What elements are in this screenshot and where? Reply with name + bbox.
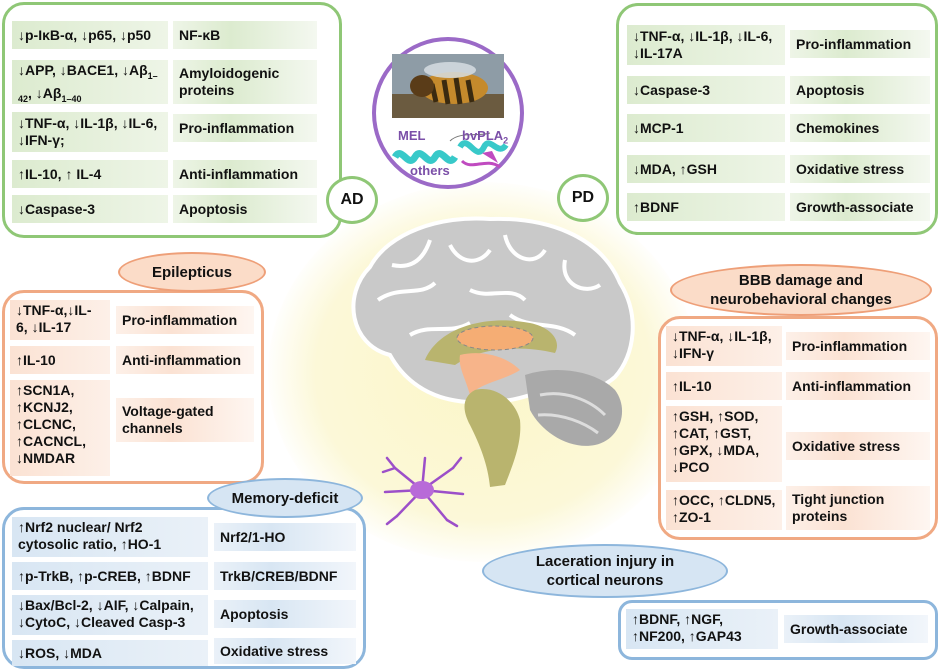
memory-marker-3: ↓ROS, ↓MDA xyxy=(12,640,208,666)
memory-effect-2: Apoptosis xyxy=(214,600,356,628)
pd-effect-4: Growth-associate xyxy=(790,193,930,221)
laceration-effect-0: Growth-associate xyxy=(784,615,928,643)
bbb-marker-2: ↑GSH, ↑SOD, ↑CAT, ↑GST, ↑GPX, ↓MDA, ↓PCO xyxy=(666,406,782,482)
pd-tag: PD xyxy=(557,174,609,222)
ad-marker-4: ↓Caspase-3 xyxy=(12,195,168,223)
pd-effect-3: Oxidative stress xyxy=(790,155,930,183)
pd-effect-0: Pro-inflammation xyxy=(790,30,930,58)
bbb-effect-2: Oxidative stress xyxy=(786,432,930,460)
bbb-title: BBB damage and neurobehavioral changes xyxy=(670,264,932,316)
bbb-marker-3: ↑OCC, ↑CLDN5, ↑ZO-1 xyxy=(666,490,782,530)
ad-marker-0: ↓p-IκB-α, ↓p65, ↓p50 xyxy=(12,21,168,49)
epilepticus-effect-0: Pro-inflammation xyxy=(116,306,254,334)
memory-marker-1: ↑p-TrkB, ↑p-CREB, ↑BDNF xyxy=(12,562,208,590)
honeybee-image xyxy=(392,54,504,118)
pd-marker-0: ↓TNF-α, ↓IL-1β, ↓IL-6, ↓IL-17A xyxy=(627,25,785,65)
ad-effect-2: Pro-inflammation xyxy=(173,114,317,142)
memory-effect-3: Oxidative stress xyxy=(214,638,356,664)
brain-illustration xyxy=(351,216,635,487)
bvpla-label: bvPLA2 xyxy=(462,128,509,146)
protein-structure-icon xyxy=(391,132,509,169)
ad-effect-3: Anti-inflammation xyxy=(173,160,317,188)
ad-marker-2: ↓TNF-α, ↓IL-1β, ↓IL-6, ↓IFN-γ; xyxy=(12,112,168,152)
memory-title: Memory-deficit xyxy=(207,478,363,518)
epilepticus-effect-1: Anti-inflammation xyxy=(116,346,254,374)
venom-circle: MEL bvPLA2 others xyxy=(372,37,524,189)
bbb-marker-1: ↑IL-10 xyxy=(666,372,782,400)
pd-marker-1: ↓Caspase-3 xyxy=(627,76,785,104)
mel-label: MEL xyxy=(398,128,426,143)
ad-effect-1: Amyloidogenic proteins xyxy=(173,60,317,104)
pd-effect-1: Apoptosis xyxy=(790,76,930,104)
ad-tag: AD xyxy=(326,176,378,224)
memory-marker-0: ↑Nrf2 nuclear/ Nrf2 cytosolic ratio, ↑HO… xyxy=(12,517,208,557)
pd-marker-2: ↓MCP-1 xyxy=(627,114,785,142)
bbb-marker-0: ↓TNF-α, ↓IL-1β, ↓IFN-γ xyxy=(666,326,782,366)
ad-marker-3: ↑IL-10, ↑ IL-4 xyxy=(12,160,168,188)
epilepticus-marker-2: ↑SCN1A, ↑KCNJ2, ↑CLCNC, ↑CACNCL, ↓NMDAR xyxy=(10,380,110,476)
ad-marker-1: ↓APP, ↓BACE1, ↓Aβ1–42, ↓Aβ1–40 xyxy=(12,60,168,104)
memory-effect-0: Nrf2/1-HO xyxy=(214,523,356,551)
epilepticus-effect-2: Voltage-gated channels xyxy=(116,398,254,442)
neuron-icon xyxy=(381,456,465,528)
pd-marker-4: ↑BDNF xyxy=(627,193,785,221)
pd-effect-2: Chemokines xyxy=(790,114,930,142)
bbb-effect-3: Tight junction proteins xyxy=(786,486,930,530)
epilepticus-title: Epilepticus xyxy=(118,252,266,292)
pd-marker-3: ↓MDA, ↑GSH xyxy=(627,155,785,183)
bbb-effect-1: Anti-inflammation xyxy=(786,372,930,400)
epilepticus-marker-1: ↑IL-10 xyxy=(10,346,110,374)
ad-effect-4: Apoptosis xyxy=(173,195,317,223)
epilepticus-marker-0: ↓TNF-α,↓IL- 6, ↓IL-17 xyxy=(10,300,110,340)
others-label: others xyxy=(410,163,450,178)
memory-marker-2: ↓Bax/Bcl-2, ↓AIF, ↓Calpain, ↓CytoC, ↓Cle… xyxy=(12,595,208,635)
laceration-title: Laceration injury in cortical neurons xyxy=(482,544,728,598)
bbb-effect-0: Pro-inflammation xyxy=(786,332,930,360)
memory-effect-1: TrkB/CREB/BDNF xyxy=(214,562,356,590)
laceration-marker-0: ↑BDNF, ↑NGF, ↑NF200, ↑GAP43 xyxy=(626,609,778,649)
ad-effect-0: NF-κB xyxy=(173,21,317,49)
